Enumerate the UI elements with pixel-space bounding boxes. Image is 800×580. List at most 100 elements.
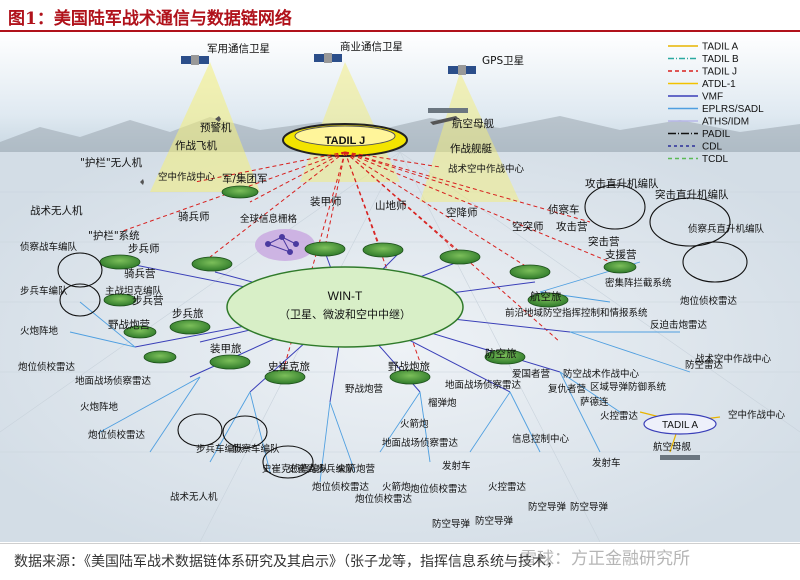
node-armored-div	[304, 241, 346, 257]
label-ground-radar-2: 地面战场侦察雷达	[75, 375, 152, 387]
tadil-a-ring	[643, 413, 717, 435]
label-main-tank: 主战坦克编队	[105, 285, 163, 297]
step-team-2-circle	[177, 413, 223, 447]
label-patriot: 爱国者营	[512, 368, 550, 380]
node-airborne-div	[439, 249, 481, 265]
shi-team-circle	[262, 445, 314, 479]
label-anti-arty-radar: 反迫击炮雷达	[650, 319, 708, 331]
label-arty-radar: 炮位侦校雷达	[18, 361, 76, 373]
label-rocket-camp: 火箭炮营	[337, 463, 375, 475]
label-air-assault-div: 空突师	[512, 220, 544, 233]
label-missile-4: 防空导弹	[570, 501, 609, 513]
label-recon-team-2: 侦察车编队	[232, 443, 280, 455]
gps-satellite-label: GPS卫星	[482, 55, 524, 67]
label-attack-heli: 攻击直升机编队	[585, 177, 659, 190]
mil-satellite-icon	[181, 55, 209, 65]
title-bar: 图1：美国陆军战术通信与数据链网络	[0, 0, 800, 32]
tadil-j-label: TADIL J	[325, 135, 366, 147]
label-armored-brigade: 装甲旅	[210, 342, 242, 355]
gps-satellite-icon	[448, 65, 476, 75]
node-mountain-div	[362, 242, 404, 258]
label-armored-div: 装甲师	[310, 195, 342, 208]
awacs-icon	[195, 116, 221, 122]
network-diagram: TADIL J	[0, 32, 800, 542]
label-field-arty: 野战炮营	[345, 383, 383, 395]
node-cavalry-camp	[103, 293, 137, 307]
node-air-brigade	[527, 292, 569, 308]
figure-title: 图1：美国陆军战术通信与数据链网络	[8, 9, 292, 29]
tadil-a-label: TADIL A	[662, 420, 698, 431]
recon-team-2-circle	[222, 415, 268, 449]
label-fire-radar-b: 火控雷达	[488, 481, 527, 493]
node-corps	[221, 185, 259, 199]
label-field-battalion: 野战炮旅	[388, 360, 430, 373]
label-rocket-gun: 火箭炮	[382, 481, 411, 493]
label-missile-2: 防空导弹	[475, 515, 514, 527]
legend-label: TADIL B	[702, 54, 739, 65]
label-assault-heli: 突击直升机编队	[655, 188, 729, 201]
label-arty-radar-2: 炮位侦校雷达	[88, 429, 146, 441]
mil-satellite-label: 军用通信卫星	[207, 43, 270, 55]
scout-heli-circle	[682, 241, 748, 283]
node-armored-brigade	[209, 354, 251, 370]
label-guard-uav: "护栏"无人机	[80, 156, 143, 169]
label-air-defense-radar: 防空雷达	[685, 359, 724, 371]
label-battery-radar: 炮位侦校雷达	[680, 295, 738, 307]
label-air-ops-center-r: 战术空中作战中心	[448, 163, 525, 175]
legend-label: ATHS/IDM	[702, 117, 749, 128]
node-step-camp	[123, 325, 157, 339]
gig-mesh	[265, 234, 299, 255]
label-step-camp: 步兵营	[132, 294, 164, 307]
label-airborne-div: 空降师	[446, 206, 478, 219]
label-field-artillery-camp: 野战炮营	[108, 318, 150, 331]
label-front-air-def: 前沿地域防空指挥控制和情报系统	[505, 307, 648, 319]
label-avenger: 复仇者营	[548, 383, 586, 395]
sat-beam-gps	[420, 72, 520, 202]
label-mortar: 榴弹炮	[428, 397, 457, 409]
com-satellite-icon	[314, 53, 342, 63]
node-stryker-brigade	[264, 369, 306, 385]
label-carrier-top: 航空母舰	[452, 117, 494, 130]
node-infantry-div	[99, 254, 141, 270]
label-guard-system: "护栏"系统	[88, 229, 140, 242]
sat-beam-mil	[150, 62, 260, 192]
legend-label: ATDL-1	[702, 79, 736, 90]
node-field-camp	[143, 350, 177, 364]
label-cavalry: 骑兵师	[178, 210, 210, 223]
source-note: 数据来源：《美国陆军战术数据链体系研究及其启示》（张子龙等，指挥信息系统与技术，	[14, 554, 560, 570]
label-command-plane: 作战飞机	[175, 139, 217, 152]
node-cavalry-div	[191, 256, 233, 272]
label-ground-radar-3: 地面战场侦察雷达	[382, 437, 459, 449]
lower-links	[69, 261, 691, 483]
label-fire-radar: 火控雷达	[600, 410, 639, 422]
label-artillery-pos: 火炮阵地	[20, 325, 59, 337]
node-air-def-brigade	[484, 349, 526, 365]
label-shi-step: 史崔克步兵编队	[288, 463, 355, 475]
carrier-icon	[428, 108, 468, 113]
label-stryker-brigade: 史崔克旅	[268, 360, 310, 373]
legend-label: TCDL	[702, 154, 729, 165]
footer-divider	[0, 543, 800, 544]
watermark: 雪球：方正金融研究所	[520, 549, 690, 569]
win-t-ellipse	[226, 266, 464, 348]
unit-nodes	[99, 185, 637, 385]
label-tactical-uav-tl: 战术无人机	[30, 204, 83, 217]
node-air-assault-div	[509, 264, 551, 280]
tadil-j-links	[119, 151, 611, 383]
recon-team-circle	[57, 252, 103, 288]
gig-cluster	[255, 229, 315, 261]
label-corps: 军/集团军	[222, 172, 268, 185]
legend-label: CDL	[702, 142, 722, 153]
win-t-subtitle: （卫星、微波和空中中继）	[279, 307, 411, 321]
label-infantry-brigade: 步兵旅	[172, 307, 204, 320]
label-step-team-2: 步兵车编队	[196, 443, 244, 455]
win-t-title: WIN-T	[328, 289, 363, 303]
label-stinger: 密集阵拦截系统	[605, 277, 672, 289]
plane-icon	[430, 116, 459, 125]
legend-label: TADIL J	[702, 67, 737, 78]
label-launcher: 发射车	[442, 460, 471, 472]
label-awacs: 预警机	[200, 121, 232, 134]
label-tactical-uav-b: 战术无人机	[170, 491, 218, 503]
label-arty-radar-4: 炮位侦校雷达	[355, 493, 413, 505]
